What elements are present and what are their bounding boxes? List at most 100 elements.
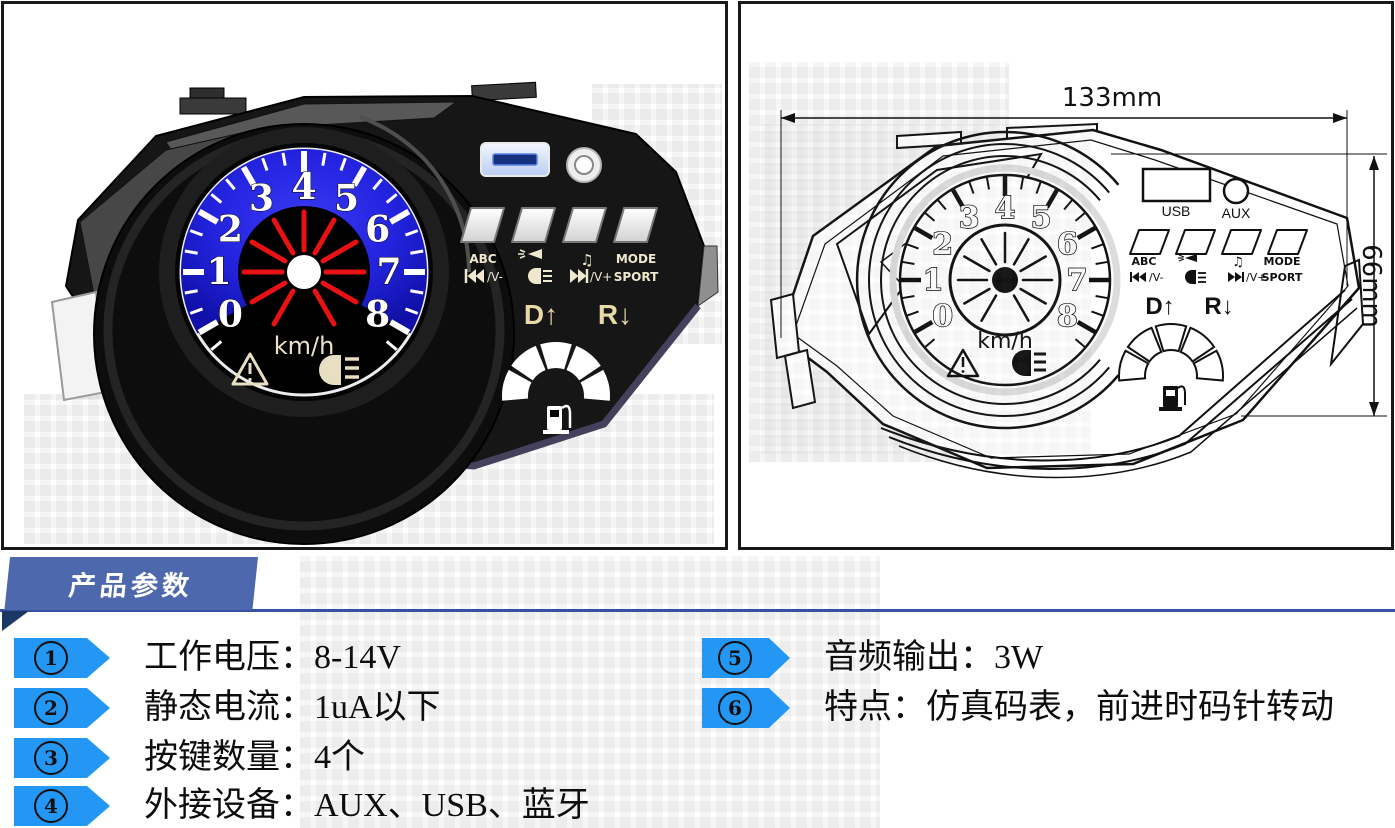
param-text: 音频输出：3W [824,639,1044,676]
fuel-gauge-icon [1118,323,1224,382]
param-item-5: 5 音频输出：3W [702,638,1043,678]
svg-text:3: 3 [959,201,980,236]
item-marker: 5 [702,638,790,678]
svg-text:6: 6 [1057,227,1078,262]
needle-spokes [241,209,367,327]
section-header-banner: 产品参数 [4,557,259,610]
unit-label: km/h [977,329,1033,354]
warning-icon [231,352,269,386]
headlight-icon [319,355,359,385]
headlight-icon [528,268,552,284]
horn-icon [518,249,542,259]
button-labels: ABC /V- ♫ [1130,254,1303,284]
header-underline [0,609,1395,612]
btn3-label-bottom: /V+ [1246,271,1266,284]
music-note-icon: ♫ [1232,255,1244,270]
height-dimension-label: 66mm [1356,244,1386,328]
svg-text:4: 4 [995,191,1016,226]
button-1 [460,207,505,243]
button-3 [1221,229,1262,255]
dial-ticks [183,151,425,351]
svg-text:8: 8 [1057,299,1078,334]
button-1 [1129,229,1170,255]
btn3-label-bottom: /V+ [590,270,612,284]
item-marker: 1 [14,638,110,678]
btn4-label-top: MODE [616,252,656,266]
param-text: 工作电压：8-14V [144,639,401,676]
needle-hub [287,255,321,289]
headlight-icon [1185,270,1206,284]
param-item-2: 2 静态电流：1uA以下 [14,688,441,728]
button-3 [562,207,607,243]
param-text: 按键数量：4个 [144,739,365,776]
buttons [1129,229,1308,255]
next-track-icon [1228,272,1244,282]
aux-jack-icon [566,147,602,183]
circled-number: 3 [34,741,68,775]
param-item-4: 4 外接设备：AUX、USB、蓝牙 [14,786,590,826]
prev-track-icon [464,269,484,283]
usb-label: USB [1162,203,1191,219]
fuel-pump-icon [1159,385,1186,411]
horn-icon [1178,254,1197,262]
btn1-label-top: ABC [469,252,496,266]
param-item-3: 3 按键数量：4个 [14,738,365,778]
needle-hub [992,267,1018,293]
banner-fold [2,611,29,631]
dial-ticks [901,176,1109,348]
circled-number: 5 [718,641,752,675]
svg-text:0: 0 [218,294,243,336]
svg-text:5: 5 [1031,201,1052,236]
item-marker: 4 [14,786,110,826]
buttons [460,207,658,243]
gear-down-indicator: R↓ [1204,293,1233,320]
fuel-gauge-icon [502,342,610,401]
side-bracket [769,292,801,360]
param-item-1: 1 工作电压：8-14V [14,638,401,678]
button-4 [1267,229,1308,255]
prev-track-icon [1130,272,1146,282]
svg-text:3: 3 [249,177,274,219]
svg-text:0: 0 [932,299,953,334]
btn4-label-top: MODE [1264,255,1301,268]
dimensions [780,110,1387,417]
btn4-label-bottom: SPORT [1262,271,1303,284]
circled-number: 1 [34,641,68,675]
btn4-label-bottom: SPORT [614,270,659,284]
needle-spokes [956,231,1054,322]
svg-text:7: 7 [376,251,401,293]
svg-text:2: 2 [218,209,243,251]
fuel-pump-icon [543,404,572,434]
button-labels: ABC /V- ♫ [464,249,659,284]
svg-text:7: 7 [1067,263,1088,298]
svg-text:1: 1 [206,251,231,293]
button-2 [511,207,556,243]
svg-text:6: 6 [365,209,390,251]
svg-text:5: 5 [334,177,359,219]
svg-text:4: 4 [291,166,316,208]
width-dimension-label: 133mm [1062,83,1162,113]
right-console: ABC /V- ♫ [460,142,659,434]
svg-text:2: 2 [932,227,953,262]
svg-text:1: 1 [923,263,944,298]
button-2 [1175,229,1216,255]
btn1-label-top: ABC [1132,255,1157,268]
btn1-label-bottom: /V- [487,270,503,284]
aux-label: AUX [1222,205,1251,221]
item-marker: 6 [702,688,790,728]
param-text: 外接设备：AUX、USB、蓝牙 [144,787,590,824]
next-track-icon [570,269,589,283]
bezel-arcs [855,130,1358,479]
right-console-drawing: USB AUX ABC /V- [1118,167,1308,411]
gear-down-indicator: R↓ [598,299,632,330]
section-title: 产品参数 [67,571,195,601]
warning-icon [946,348,980,378]
param-item-6: 6 特点：仿真码表，前进时码针转动 [702,688,1334,728]
